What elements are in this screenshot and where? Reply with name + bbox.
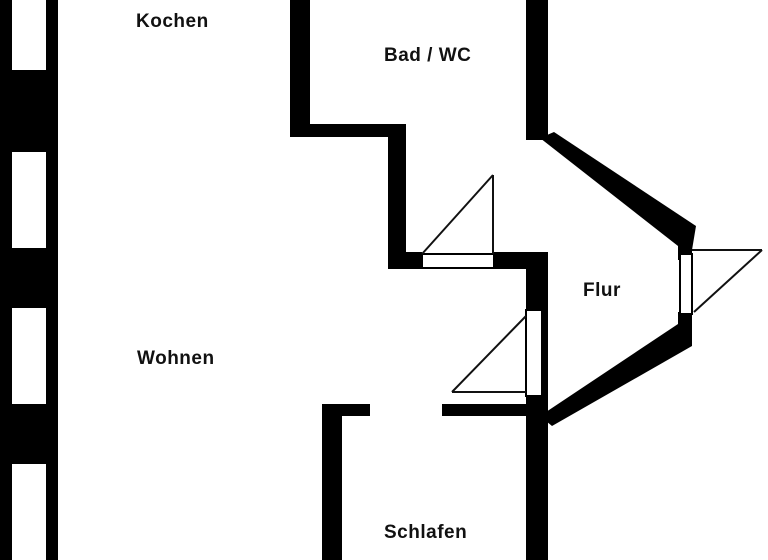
room-label-kitchen: Kochen [136, 11, 209, 32]
entrance-door [679, 249, 763, 315]
bathroom-door [421, 174, 495, 269]
room-label-hall: Flur [583, 280, 621, 301]
bedroom-walls [322, 404, 534, 560]
central-wall [526, 0, 548, 560]
exterior-wall-left [0, 0, 58, 560]
hall-walls [540, 132, 696, 426]
window-opening [12, 308, 46, 404]
bathroom-walls [290, 0, 528, 269]
room-label-bedroom: Schlafen [384, 522, 467, 543]
room-label-bath: Bad / WC [384, 45, 471, 66]
window-opening [12, 0, 46, 70]
room-label-living: Wohnen [137, 348, 215, 369]
window-opening [12, 152, 46, 248]
window-opening [12, 464, 46, 560]
living-door [451, 309, 543, 397]
